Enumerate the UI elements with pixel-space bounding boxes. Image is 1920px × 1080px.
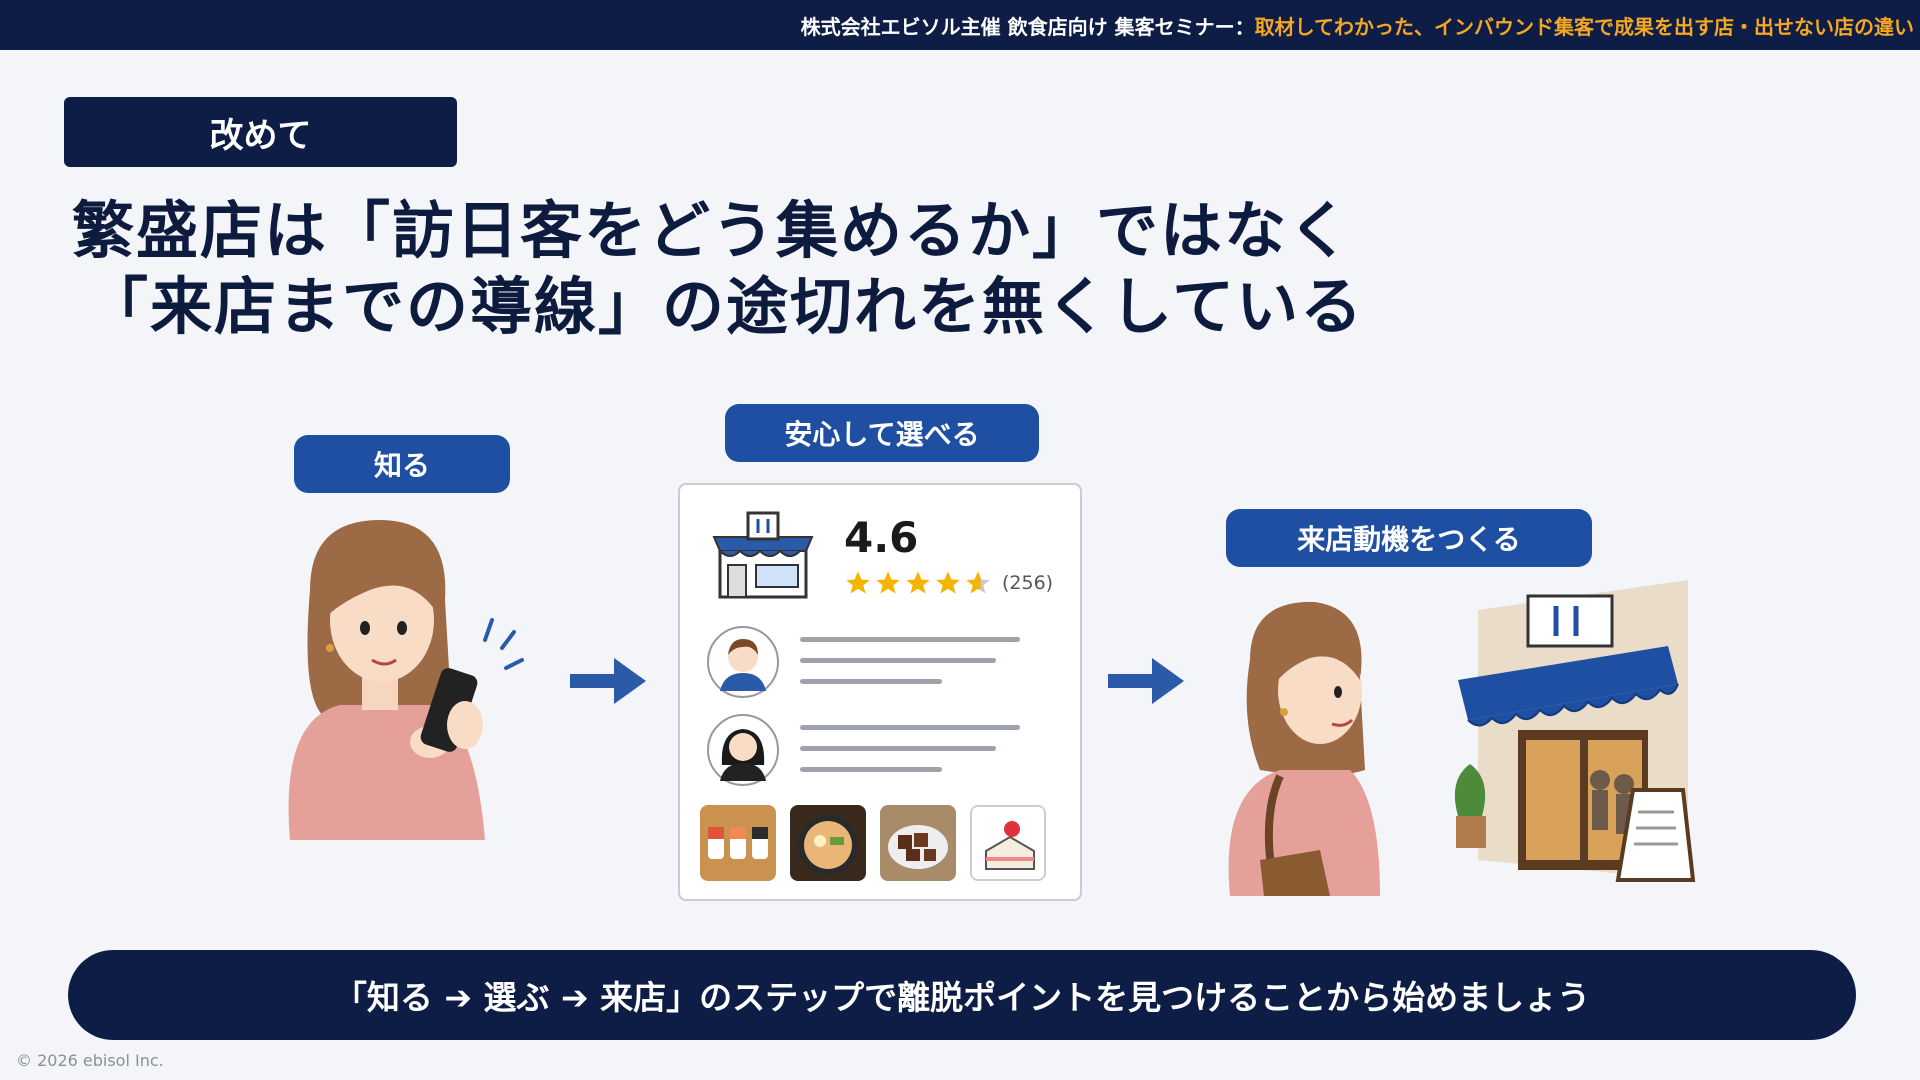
- star-icon: [846, 571, 870, 594]
- star-icon: [876, 571, 900, 594]
- woman-walking-illustration: [1228, 601, 1380, 896]
- header-seminar-title: 取材してわかった、インバウンド集客で成果を出す店・出せない店の違い: [1254, 14, 1914, 39]
- star-rating: (256): [844, 569, 1053, 597]
- header-organizer: 株式会社エビソル主催 飲食店向け 集客セミナー：: [800, 14, 1255, 39]
- arrow-right-icon: [570, 658, 646, 704]
- review-card: 4.6 (256): [678, 483, 1082, 901]
- reviewer-avatar-female: [707, 714, 779, 786]
- review-count: (256): [1002, 572, 1054, 594]
- headline-line2: 「来店までの導線」の途切れを無くしている: [86, 270, 1365, 343]
- headline-line1: 繁盛店は「訪日客をどう集めるか」ではなく: [72, 194, 1353, 267]
- step-know-label: 知る: [294, 435, 510, 493]
- star-icon: [906, 571, 930, 594]
- woman-with-phone-illustration: [288, 520, 524, 840]
- star-icon: [936, 571, 960, 594]
- section-tag: 改めて: [64, 97, 457, 167]
- steak-photo: [880, 805, 956, 881]
- step-visit-label: 来店動機をつくる: [1226, 509, 1592, 567]
- ramen-photo: [790, 805, 866, 881]
- restaurant-storefront-illustration: [1454, 580, 1696, 882]
- rating-value: 4.6: [844, 513, 919, 562]
- arrow-right-icon: [1108, 658, 1184, 704]
- bottom-banner: 「知る ➔ 選ぶ ➔ 来店」のステップで離脱ポイントを見つけることから始めましょ…: [68, 950, 1856, 1040]
- page-title: 繁盛店は「訪日客をどう集めるか」ではなく 「来店までの導線」の途切れを無くしてい…: [72, 193, 1572, 345]
- review-text-placeholder: [800, 637, 1020, 700]
- star-half-icon: [966, 571, 990, 594]
- copyright: © 2026 ebisol Inc.: [16, 1051, 164, 1070]
- step-choose-label: 安心して選べる: [725, 404, 1039, 462]
- storefront-icon: [712, 511, 814, 599]
- header-bar: 株式会社エビソル主催 飲食店向け 集客セミナー： 取材してわかった、インバウンド…: [0, 0, 1920, 50]
- food-photo-row: [700, 805, 1060, 881]
- cake-photo: [970, 805, 1046, 881]
- reviewer-avatar-male: [707, 626, 779, 698]
- sushi-photo: [700, 805, 776, 881]
- review-text-placeholder: [800, 725, 1020, 788]
